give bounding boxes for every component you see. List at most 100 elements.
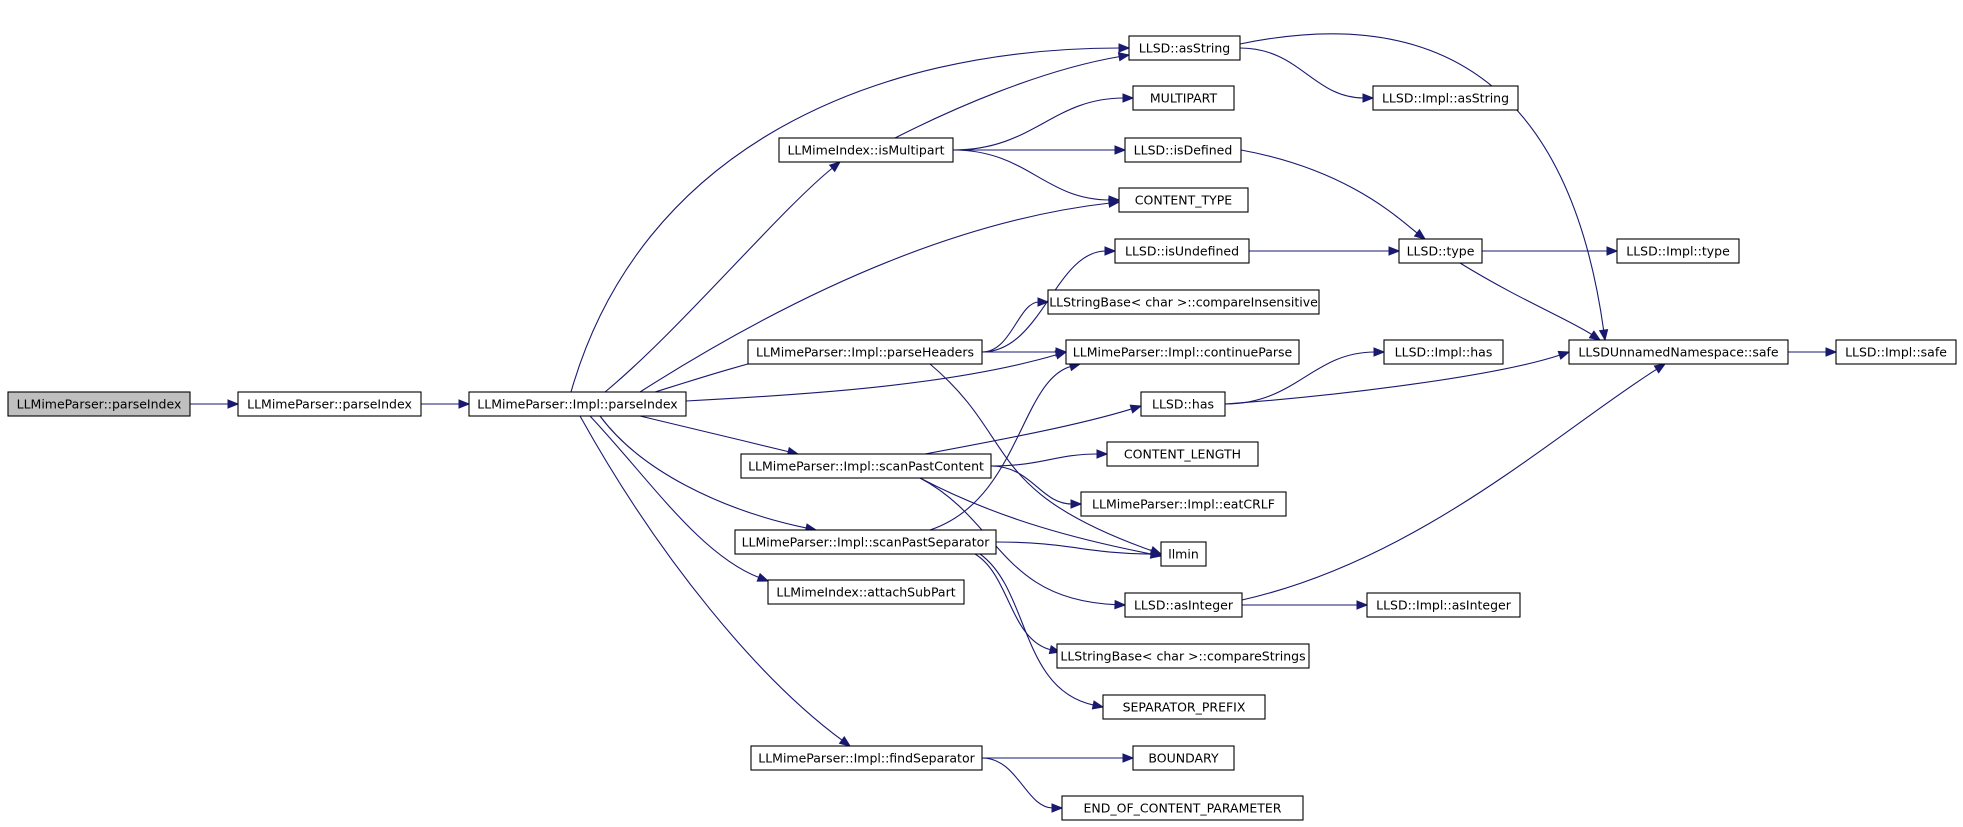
edge-line: [1239, 33, 1605, 332]
edge-n3-n9: [894, 52, 1131, 139]
call-graph-nodes: LLMimeParser::parseIndex LLMimeParser::pa…: [7, 35, 1957, 821]
node-n1[interactable]: LLMimeParser::parseIndex: [237, 391, 422, 417]
node-box: [1132, 745, 1235, 771]
arrow-head-icon: [1114, 145, 1127, 155]
node-n12[interactable]: CONTENT_TYPE: [1118, 187, 1249, 213]
node-label: LLMimeParser::Impl::scanPastSeparator: [742, 535, 991, 550]
edge-n8-n24: [981, 757, 1064, 813]
node-n0[interactable]: LLMimeParser::parseIndex: [7, 391, 191, 417]
node-label: MULTIPART: [1150, 91, 1218, 106]
edge-line: [990, 465, 1073, 505]
node-label: END_OF_CONTENT_PARAMETER: [1083, 801, 1281, 816]
node-n17[interactable]: CONTENT_LENGTH: [1106, 441, 1259, 467]
edge-line: [604, 167, 834, 393]
edge-n26-n29: [1482, 246, 1619, 256]
node-n18[interactable]: LLMimeParser::Impl::eatCRLF: [1080, 491, 1287, 517]
node-box: [1160, 541, 1207, 567]
node-n24[interactable]: END_OF_CONTENT_PARAMETER: [1061, 795, 1304, 821]
node-label: LLSD::isUndefined: [1125, 244, 1239, 259]
node-n9[interactable]: LLSD::asString: [1128, 35, 1241, 61]
node-n11[interactable]: LLSD::isDefined: [1124, 137, 1242, 163]
arrow-head-icon: [1413, 228, 1427, 240]
edge-line: [1239, 47, 1365, 99]
node-n16[interactable]: LLSD::has: [1140, 391, 1226, 417]
node-box: [1140, 391, 1226, 417]
arrow-head-icon: [1055, 347, 1068, 357]
node-n5[interactable]: LLMimeParser::Impl::scanPastContent: [740, 453, 992, 479]
edge-n30-n31: [1787, 347, 1838, 357]
node-box: [1102, 694, 1266, 720]
edge-line: [919, 477, 1117, 606]
node-label: LLMimeParser::Impl::parseHeaders: [756, 345, 974, 360]
node-box: [237, 391, 422, 417]
node-n6[interactable]: LLMimeParser::Impl::scanPastSeparator: [734, 529, 997, 555]
node-label: LLSD::Impl::type: [1626, 244, 1730, 259]
edge-line: [639, 202, 1111, 393]
arrow-head-icon: [1606, 246, 1619, 256]
edge-line: [1459, 262, 1593, 336]
node-n21[interactable]: LLStringBase< char >::compareStrings: [1056, 643, 1310, 669]
edge-line: [1240, 149, 1419, 234]
arrow-head-icon: [1825, 347, 1838, 357]
node-n4[interactable]: LLMimeParser::Impl::parseHeaders: [747, 339, 983, 365]
edge-line: [589, 415, 760, 579]
node-n8[interactable]: LLMimeParser::Impl::findSeparator: [750, 745, 983, 771]
edge-line: [952, 149, 1111, 201]
edge-n1-n2: [420, 399, 471, 409]
node-n15[interactable]: LLMimeParser::Impl::continueParse: [1065, 339, 1300, 365]
arrow-head-icon: [227, 399, 240, 409]
edge-n13-n26: [1249, 246, 1401, 256]
node-n29[interactable]: LLSD::Impl::type: [1616, 238, 1740, 264]
edge-line: [952, 97, 1125, 151]
edge-n11-n26: [1240, 149, 1427, 240]
node-n7[interactable]: LLMimeIndex::attachSubPart: [767, 579, 965, 605]
node-box: [1132, 85, 1235, 111]
node-box: [740, 453, 992, 479]
call-graph-edges: [189, 33, 1838, 813]
edge-n6-n19: [995, 541, 1163, 559]
node-n25[interactable]: LLSD::Impl::asString: [1372, 85, 1519, 111]
edge-n6-n21: [974, 553, 1062, 655]
edge-line: [929, 365, 1072, 531]
node-label: LLMimeParser::Impl::eatCRLF: [1092, 497, 1275, 512]
node-label: llmin: [1168, 547, 1199, 562]
node-n20[interactable]: LLSD::asInteger: [1124, 592, 1243, 618]
node-n28[interactable]: LLSD::Impl::asInteger: [1366, 592, 1521, 618]
edge-line: [1241, 368, 1658, 601]
node-n22[interactable]: SEPARATOR_PREFIX: [1102, 694, 1266, 720]
node-box: [1065, 339, 1300, 365]
node-label: CONTENT_TYPE: [1135, 193, 1232, 208]
node-n10[interactable]: MULTIPART: [1132, 85, 1235, 111]
node-n30[interactable]: LLSDUnnamedNamespace::safe: [1568, 339, 1789, 365]
node-box: [1398, 238, 1483, 264]
edge-line: [599, 415, 808, 529]
arrow-head-icon: [1598, 328, 1609, 342]
edge-n5-n20: [919, 477, 1127, 610]
arrow-head-icon: [1118, 43, 1131, 53]
node-n27[interactable]: LLSD::Impl::has: [1383, 339, 1504, 365]
node-box: [7, 391, 191, 417]
node-n26[interactable]: LLSD::type: [1398, 238, 1483, 264]
arrow-head-icon: [1037, 297, 1050, 307]
edge-n20-n28: [1242, 600, 1369, 610]
node-n14[interactable]: LLStringBase< char >::compareInsensitive: [1047, 289, 1320, 315]
edge-n5-n17: [990, 449, 1109, 467]
arrow-head-icon: [1114, 599, 1127, 610]
edge-n8-n23: [981, 753, 1135, 763]
node-box: [1047, 289, 1320, 315]
edge-n2-n5: [639, 415, 800, 457]
node-label: LLMimeParser::Impl::parseIndex: [477, 397, 677, 412]
node-n23[interactable]: BOUNDARY: [1132, 745, 1235, 771]
node-n13[interactable]: LLSD::isUndefined: [1114, 238, 1250, 264]
node-label: LLSD::Impl::safe: [1845, 345, 1947, 360]
node-n19[interactable]: llmin: [1160, 541, 1207, 567]
node-n3[interactable]: LLMimeIndex::isMultipart: [778, 137, 954, 163]
arrow-head-icon: [1117, 52, 1131, 62]
arrow-head-icon: [458, 399, 471, 409]
node-label: LLStringBase< char >::compareInsensitive: [1049, 295, 1318, 310]
node-n31[interactable]: LLSD::Impl::safe: [1835, 339, 1957, 365]
edge-line: [929, 363, 1153, 552]
node-n2[interactable]: LLMimeParser::Impl::parseIndex: [468, 391, 687, 417]
node-box: [1124, 592, 1243, 618]
edge-n2-n8: [579, 415, 852, 747]
